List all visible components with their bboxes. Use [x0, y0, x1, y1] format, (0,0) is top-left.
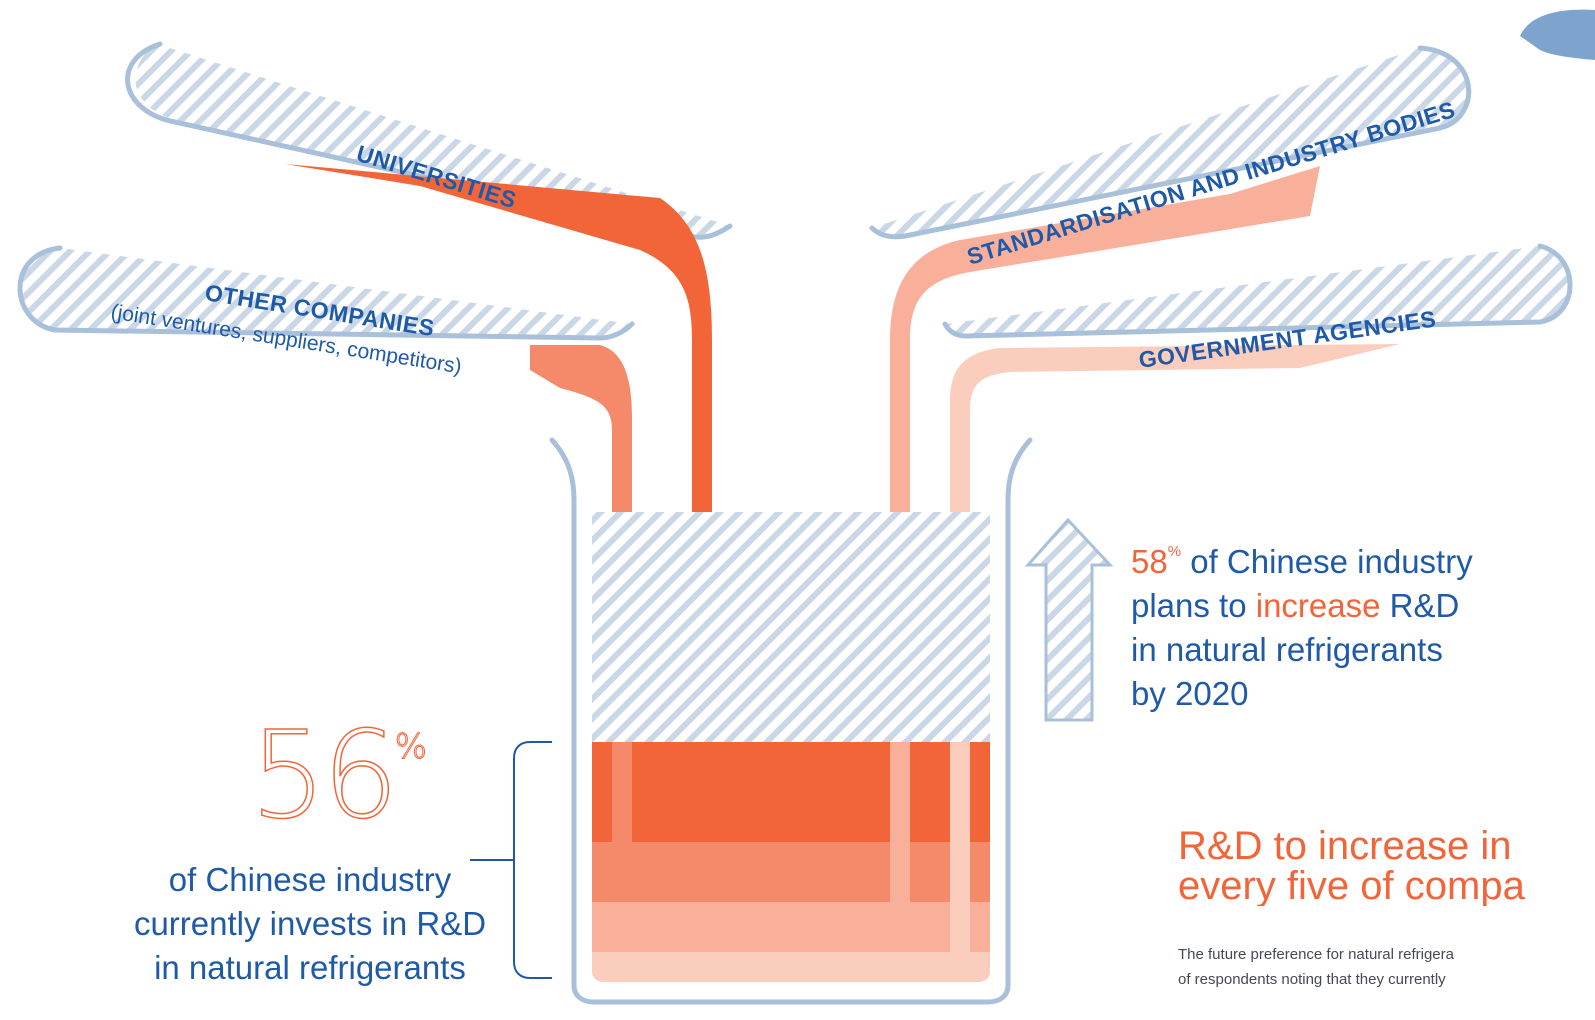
- up-arrow-icon: [1024, 517, 1114, 722]
- spout-standardisation: [869, 45, 1472, 240]
- flow-universities: [285, 164, 712, 742]
- current-stat-unit: %: [394, 727, 427, 768]
- current-stat-caption: of Chinese industry currently invests in…: [120, 858, 500, 990]
- current-stat-value: 56%: [249, 707, 427, 846]
- plan-stat-text2c: R&D: [1380, 587, 1460, 624]
- fill-layer-standardisation: [592, 902, 990, 952]
- plan-stat-increase: increase: [1255, 587, 1381, 624]
- plan-stat-unit: %: [1167, 543, 1182, 560]
- bracket: [470, 741, 552, 979]
- current-stat-line1: of Chinese industry: [168, 861, 452, 898]
- plan-stat-text1: of Chinese industry: [1181, 543, 1473, 580]
- plan-stat-value: 58: [1131, 543, 1168, 580]
- section-body-line2: of respondents noting that they currentl…: [1178, 971, 1446, 988]
- beaker: [549, 437, 1033, 1005]
- section-body-line1: The future preference for natural refrig…: [1178, 946, 1454, 963]
- section-heading-line2: every five of compa: [1178, 864, 1525, 906]
- corner-decoration: [1520, 9, 1595, 60]
- plan-stat-text2a: plans to: [1131, 587, 1256, 624]
- spout-other-companies: [17, 245, 635, 341]
- current-stat-line2: currently invests in R&D: [133, 905, 487, 942]
- plan-stat-text4: by 2020: [1131, 675, 1249, 712]
- fill-layer-universities: [592, 742, 990, 842]
- plan-stat: 58% of Chinese industry plans to increas…: [1131, 540, 1511, 716]
- fill-layer-government: [592, 952, 990, 982]
- spout-government: [942, 243, 1573, 339]
- section-heading-line1: R&D to increase in: [1178, 826, 1512, 868]
- spout-universities: [125, 41, 733, 240]
- section-body: The future preference for natural refrig…: [1178, 942, 1595, 992]
- section-heading: R&D to increase in every five of compa: [1178, 826, 1595, 906]
- fill-layer-other-companies: [592, 842, 990, 902]
- current-stat-line3: in natural refrigerants: [154, 949, 466, 986]
- plan-stat-text3: in natural refrigerants: [1131, 631, 1443, 668]
